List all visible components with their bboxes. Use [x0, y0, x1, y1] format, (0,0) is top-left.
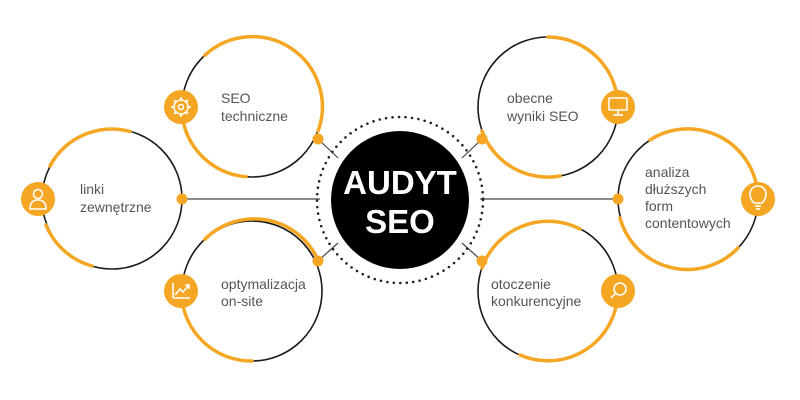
magnifier-icon	[610, 282, 627, 299]
node-label-line: contentowych	[645, 215, 731, 231]
connector-dot	[176, 193, 188, 205]
center-title-line2: SEO	[365, 203, 435, 240]
icon-badge	[601, 274, 635, 308]
connector-dot	[612, 193, 624, 205]
node-label: analiza dłuższych form contentowych	[645, 164, 731, 231]
connector-dot	[312, 255, 324, 267]
node-optymalizacja-on-site: optymalizacja on-site	[164, 217, 324, 363]
center-dotted-ring	[315, 115, 485, 285]
node-label-line: dłuższych	[645, 181, 706, 197]
node-obecne-wyniki-seo: obecne wyniki SEO	[476, 35, 635, 179]
node-label-line: analiza	[645, 164, 690, 180]
node-label-line: optymalizacja	[221, 276, 306, 292]
person-icon	[29, 188, 47, 210]
node-analiza-form-contentowych: analiza dłuższych form contentowych	[612, 127, 775, 272]
node-label: SEO techniczne	[221, 90, 288, 124]
node-label-line: techniczne	[221, 108, 288, 124]
node-label-line: linki	[80, 181, 104, 197]
connector-dot	[476, 133, 488, 145]
lightbulb-icon	[749, 185, 767, 210]
node-label-line: konkurencyjne	[491, 293, 581, 309]
node-label-line: SEO	[221, 90, 251, 106]
node-label-line: otoczenie	[491, 276, 551, 292]
connector-dot	[476, 255, 488, 267]
gear-icon	[171, 97, 191, 117]
icon-badge	[164, 90, 198, 124]
center-title-line1: AUDYT	[343, 164, 457, 201]
node-label-line: form	[645, 198, 673, 214]
trend-chart-icon	[172, 283, 190, 299]
node-label: otoczenie konkurencyjne	[491, 276, 581, 309]
node-seo-techniczne: SEO techniczne	[164, 34, 325, 179]
monitor-icon	[608, 97, 628, 116]
node-label: linki zewnętrzne	[80, 181, 152, 215]
center-circle	[331, 131, 469, 269]
connector-dot	[312, 133, 324, 145]
node-label-line: zewnętrzne	[80, 199, 152, 215]
node-label-line: obecne	[507, 90, 553, 106]
node-label-line: on-site	[221, 293, 263, 309]
node-label: optymalizacja on-site	[221, 276, 310, 309]
center-node: AUDYT SEO	[331, 131, 469, 269]
icon-badge	[741, 182, 775, 216]
node-label: obecne wyniki SEO	[506, 90, 579, 124]
node-label-line: wyniki SEO	[506, 108, 579, 124]
node-linki-zewnetrzne: linki zewnętrzne	[21, 127, 188, 270]
icon-badge	[601, 90, 635, 124]
node-otoczenie-konkurencyjne: otoczenie konkurencyjne	[476, 219, 635, 363]
